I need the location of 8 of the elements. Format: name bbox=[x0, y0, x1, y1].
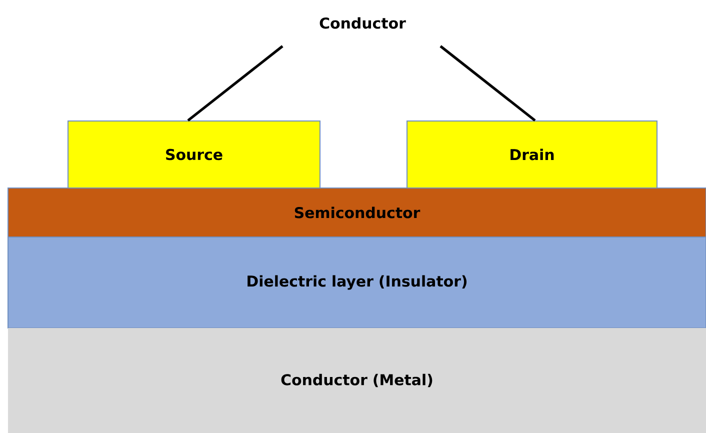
leader-line bbox=[440, 45, 536, 122]
heading-label: Conductor bbox=[320, 17, 406, 29]
layer-band: Conductor (Metal) bbox=[8, 328, 706, 433]
layer-band: Dielectric layer (Insulator) bbox=[8, 236, 706, 328]
leader-line bbox=[187, 45, 284, 122]
electrode-box: Source bbox=[68, 120, 320, 188]
layer-band: Semiconductor bbox=[8, 187, 706, 238]
electrode-box: Drain bbox=[406, 120, 658, 188]
